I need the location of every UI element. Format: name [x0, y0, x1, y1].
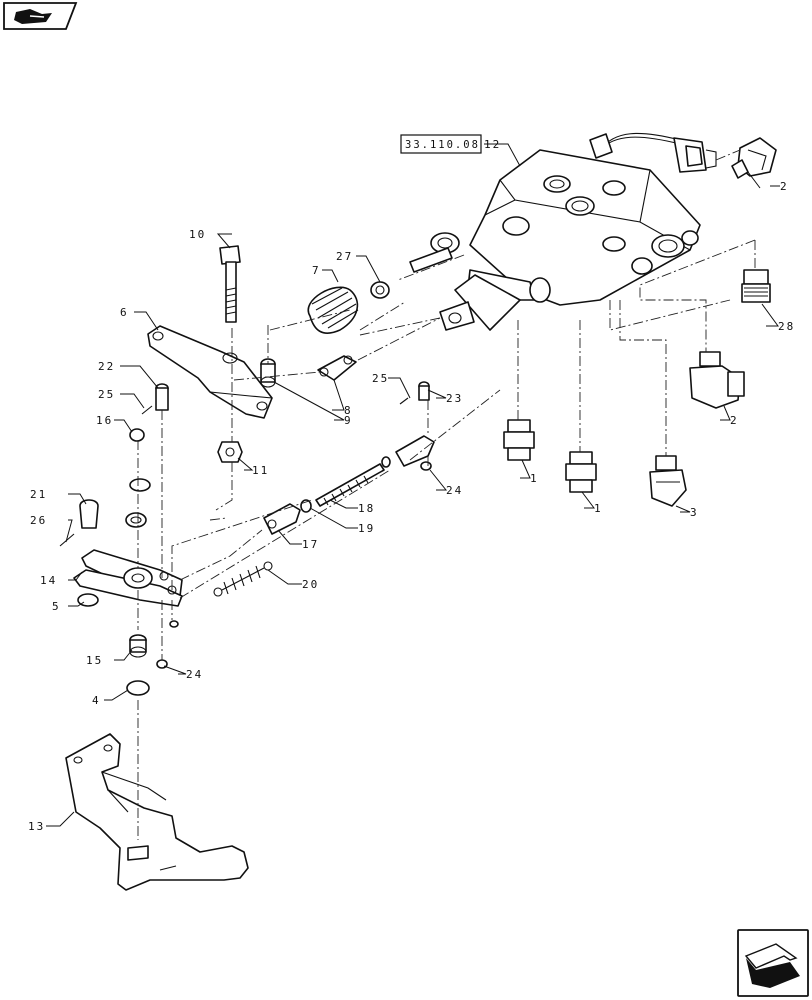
reference-box[interactable]: 33.110.08: [400, 134, 482, 154]
callout-11: 11: [252, 464, 269, 477]
callout-3: 3: [690, 506, 699, 519]
callout-5: 5: [52, 600, 61, 613]
elbow-fitting-2: [689, 351, 745, 409]
callout-12: 12: [484, 138, 501, 151]
control-valve-body: [409, 132, 717, 331]
bushing-9: [260, 325, 276, 388]
rod-18: [300, 456, 391, 513]
circlip-16: [129, 428, 145, 442]
callout-13: 13: [28, 820, 45, 833]
linkage-assembly-lines: [137, 301, 501, 840]
callout-2-right: 2: [730, 414, 739, 427]
callout-16: 16: [96, 414, 113, 427]
callout-1-left: 1: [530, 472, 539, 485]
callout-23: 23: [446, 392, 463, 405]
callout-1-right: 1: [594, 502, 603, 515]
washer-24-upper: [420, 461, 432, 471]
link-8: [317, 355, 357, 381]
callout-9: 9: [344, 414, 353, 427]
fitting-28: [741, 269, 771, 303]
callout-25-left: 25: [98, 388, 115, 401]
nut-11: [217, 441, 243, 463]
callout-19: 19: [358, 522, 375, 535]
lever-6: [147, 325, 273, 419]
washer-4: [126, 680, 150, 696]
callout-21: 21: [30, 488, 47, 501]
pin-21: [79, 499, 99, 529]
cotter-pin-25: [141, 405, 153, 415]
callout-24-lower: 24: [186, 668, 203, 681]
callout-25-right: 25: [372, 372, 389, 385]
callout-28: 28: [778, 320, 795, 333]
section-nav-icon[interactable]: [3, 2, 78, 30]
callout-26: 26: [30, 514, 47, 527]
valve-assembly-lines: [359, 149, 756, 456]
callout-7: 7: [312, 264, 321, 277]
callout-4: 4: [92, 694, 101, 707]
washer-stack: [125, 478, 151, 528]
bushing-15: [129, 634, 147, 658]
callout-labels: 12 2 10 6 7 27 8 9 22 25 16 11 21 26 14 …: [28, 138, 795, 833]
callout-6: 6: [120, 306, 129, 319]
bracket-13: [65, 733, 249, 891]
pressure-sensor: [731, 137, 777, 179]
reference-label: 33.110.08: [405, 139, 480, 151]
clevis-17: [263, 503, 301, 535]
cotter-pin-25-right: [399, 397, 409, 405]
bolt-10: [219, 245, 241, 323]
callout-24-upper: 24: [446, 484, 463, 497]
lever-plates-14: [73, 549, 183, 607]
elbow-fitting-3: [649, 455, 687, 507]
callout-18: 18: [358, 502, 375, 515]
callout-14: 14: [40, 574, 57, 587]
callout-17: 17: [302, 538, 319, 551]
small-washer: [169, 620, 179, 628]
clevis-23: [395, 381, 435, 467]
callout-2-top: 2: [780, 180, 789, 193]
fitting-1-right: [565, 451, 597, 493]
fitting-1-left: [503, 419, 535, 461]
callout-10: 10: [189, 228, 206, 241]
spring-7: [307, 286, 359, 334]
next-page-arrow-icon[interactable]: [737, 929, 809, 997]
leader-lines: [46, 143, 780, 827]
callout-8: 8: [344, 404, 353, 417]
callout-27: 27: [336, 250, 353, 263]
callout-22: 22: [98, 360, 115, 373]
callout-15: 15: [86, 654, 103, 667]
callout-20: 20: [302, 578, 319, 591]
spring-20: [213, 561, 273, 597]
washer-27: [370, 281, 390, 299]
